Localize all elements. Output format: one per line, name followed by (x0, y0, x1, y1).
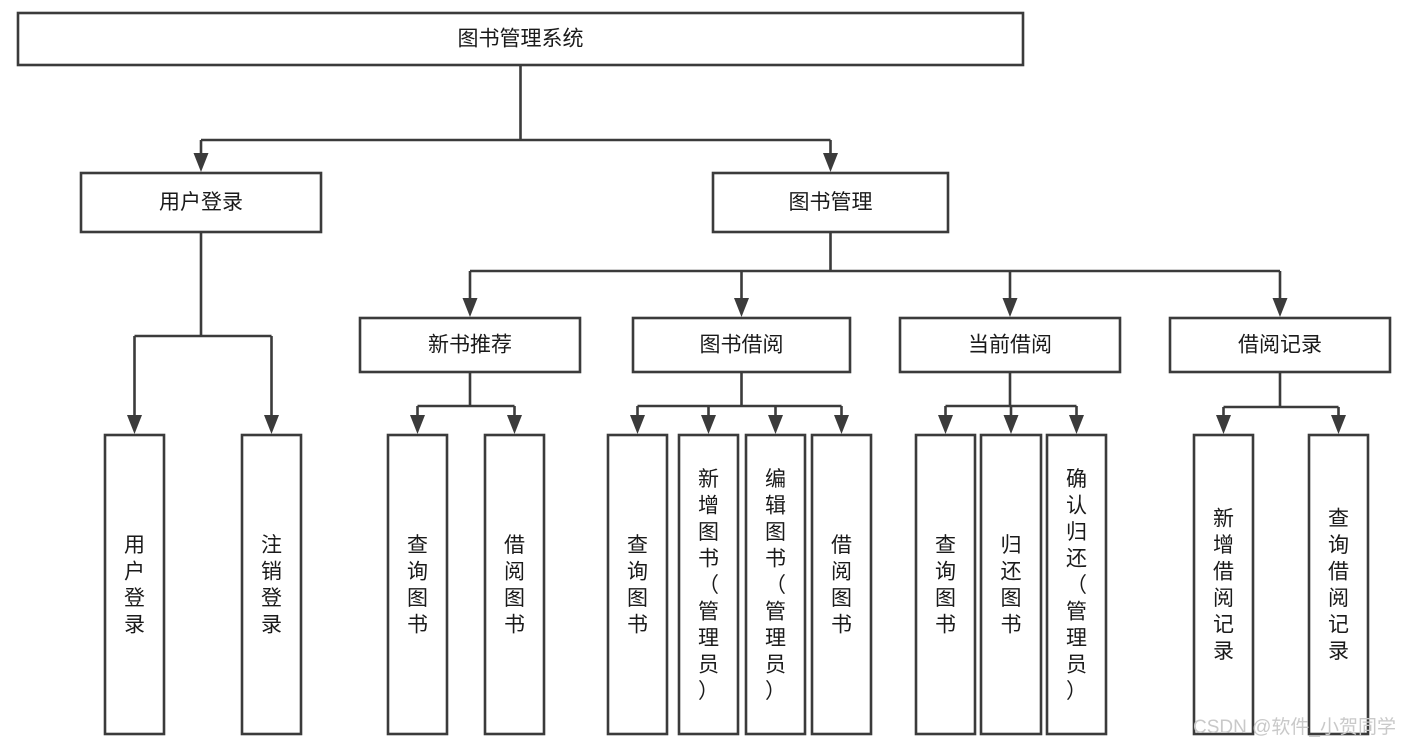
node-box (810, 433, 873, 736)
edge-group-root (193, 65, 838, 172)
node-label: 图书管理 (789, 191, 873, 214)
node-leaf-return-book[interactable]: 归还图书 (979, 433, 1043, 736)
node-leaf-logout[interactable]: 注销登录 (240, 433, 303, 736)
node-box (483, 433, 546, 736)
node-leaf-confirm-return[interactable]: 确认归还（管理员） (1045, 433, 1108, 736)
node-label: 注销登录 (261, 534, 282, 637)
node-label: 新增图书（管理员） (698, 468, 719, 703)
edge-group-current_borrow (938, 372, 1084, 434)
node-label: 用户登录 (159, 191, 243, 214)
node-box (386, 433, 449, 736)
node-user-login[interactable]: 用户登录 (79, 171, 323, 234)
node-leaf-borrow-book-rec[interactable]: 借阅图书 (483, 433, 546, 736)
node-box (631, 316, 852, 374)
node-label: 借阅图书 (504, 534, 525, 637)
node-label: 用户登录 (124, 534, 145, 637)
node-box (79, 171, 323, 234)
node-leaf-borrow-book[interactable]: 借阅图书 (810, 433, 873, 736)
node-box (677, 433, 740, 736)
node-label: 图书借阅 (700, 334, 784, 357)
node-book-manage[interactable]: 图书管理 (711, 171, 950, 234)
node-label: 查询借阅记录 (1328, 508, 1349, 664)
node-box (240, 433, 303, 736)
node-box (358, 316, 582, 374)
node-leaf-user-login[interactable]: 用户登录 (103, 433, 166, 736)
watermark-label: CSDN @软件_小贺同学 (1193, 716, 1396, 738)
node-label: 新增借阅记录 (1213, 508, 1234, 664)
node-box (914, 433, 977, 736)
node-root[interactable]: 图书管理系统 (16, 11, 1025, 67)
connector-layer (127, 65, 1346, 434)
node-label: 编辑图书（管理员） (765, 468, 786, 703)
node-new-book-rec[interactable]: 新书推荐 (358, 316, 582, 374)
node-label: 归还图书 (1001, 534, 1022, 637)
node-leaf-add-book[interactable]: 新增图书（管理员） (677, 433, 740, 736)
node-box (16, 11, 1025, 67)
node-box (1168, 316, 1392, 374)
node-label: 图书管理系统 (458, 28, 584, 51)
node-label: 当前借阅 (968, 334, 1052, 357)
node-book-borrow[interactable]: 图书借阅 (631, 316, 852, 374)
node-layer: 图书管理系统用户登录图书管理新书推荐图书借阅当前借阅借阅记录用户登录注销登录查询… (16, 11, 1392, 736)
node-box (1192, 433, 1255, 736)
node-box (103, 433, 166, 736)
node-box (1307, 433, 1370, 736)
node-label: 确认归还（管理员） (1066, 468, 1087, 703)
node-label: 查询图书 (935, 534, 956, 637)
node-label: 借阅图书 (831, 534, 852, 637)
node-label: 查询图书 (627, 534, 648, 637)
node-box (744, 433, 807, 736)
node-leaf-edit-book[interactable]: 编辑图书（管理员） (744, 433, 807, 736)
node-leaf-query-book-borrow[interactable]: 查询图书 (606, 433, 669, 736)
edge-group-borrow_record (1216, 372, 1346, 434)
node-current-borrow[interactable]: 当前借阅 (898, 316, 1122, 374)
node-leaf-add-record[interactable]: 新增借阅记录 (1192, 433, 1255, 736)
node-leaf-query-book-current[interactable]: 查询图书 (914, 433, 977, 736)
node-box (606, 433, 669, 736)
node-box (711, 171, 950, 234)
node-box (1045, 433, 1108, 736)
edge-group-user_login (127, 232, 279, 434)
node-label: 借阅记录 (1238, 334, 1322, 357)
node-label: 查询图书 (407, 534, 428, 637)
edge-group-book_borrow (630, 372, 849, 434)
node-box (979, 433, 1043, 736)
node-borrow-record[interactable]: 借阅记录 (1168, 316, 1392, 374)
edge-group-book_manage (462, 232, 1288, 317)
node-label: 新书推荐 (428, 334, 512, 357)
node-box (898, 316, 1122, 374)
node-leaf-query-book-rec[interactable]: 查询图书 (386, 433, 449, 736)
node-leaf-query-record[interactable]: 查询借阅记录 (1307, 433, 1370, 736)
edge-group-new_book_rec (410, 372, 522, 434)
